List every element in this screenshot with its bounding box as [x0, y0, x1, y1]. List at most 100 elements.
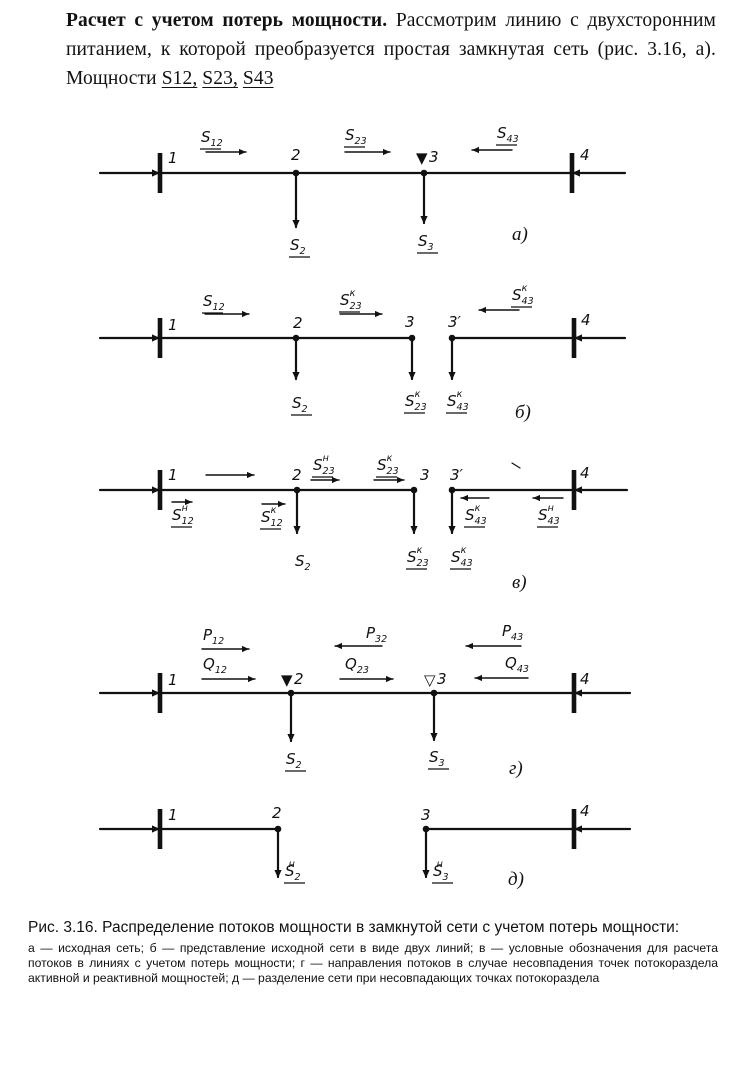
v-flow-43k-arrow-head — [461, 494, 468, 502]
b-flow-23-arrow-head — [375, 310, 382, 318]
a-load-2-head — [292, 220, 300, 228]
g-bus-4 — [571, 673, 577, 713]
b-flow-43-label: S43к — [512, 283, 534, 307]
a-flow-12-arrow-head — [239, 148, 246, 156]
b-flow-12-label: S12 — [203, 292, 225, 313]
d-node-label-4: 4 — [580, 802, 590, 820]
a-feed-left-head — [152, 169, 160, 177]
v-flow-23n-arrow-head — [332, 476, 339, 484]
v-load-23-head — [410, 526, 418, 534]
v-load-43-label: S43к — [451, 545, 473, 569]
g-load-3-label: S3 — [429, 748, 445, 769]
v-node-label-2: 2 — [292, 466, 302, 484]
a-load-2-label: S2 — [290, 236, 306, 257]
d-feed-right-head — [574, 825, 582, 833]
v-flow-43n-label: S43н — [538, 503, 560, 527]
g-flow-p32-label: P32 — [366, 624, 387, 645]
intro-var-3: S43 — [242, 68, 274, 89]
d-load-2-head — [274, 870, 282, 878]
b-node-label-2: 2 — [293, 314, 303, 332]
g-feed-left-head — [152, 689, 160, 697]
a-load-3-label: S3 — [418, 232, 434, 253]
v-stray-mark — [511, 462, 521, 469]
a-node-label-2: 2 — [291, 146, 301, 164]
b-node-label-3: 3 — [405, 313, 415, 331]
g-flow-p12-label: P12 — [203, 626, 224, 647]
b-bus-1 — [157, 318, 163, 358]
b-flow-43-arrow-head — [479, 306, 486, 314]
g-flow-q23-arrow-head — [386, 675, 393, 683]
panel-tag-a: а) — [512, 224, 528, 245]
g-node-label-4: 4 — [580, 670, 590, 688]
b-load-43-label: S43к — [447, 389, 469, 413]
a-flow-12-label: S12 — [201, 128, 223, 149]
b-load-2-head — [292, 372, 300, 380]
b-load-43-head — [448, 372, 456, 380]
intro-title: Расчет с учетом потерь мощности. — [66, 10, 388, 31]
v-load-43-head — [448, 526, 456, 534]
g-node-label-2: 2 — [294, 670, 304, 688]
g-load-2-label: S2 — [286, 750, 302, 771]
g-node-label-3-marker: ▽ — [424, 671, 436, 689]
g-feed-right-head — [574, 689, 582, 697]
panel-tag-b: б) — [515, 402, 531, 423]
v-flow-12k-arrow-head — [278, 500, 285, 508]
caption-title: Рис. 3.16. Распределение потоков мощност… — [28, 919, 680, 936]
g-flow-p43-arrow-head — [466, 642, 473, 650]
intro-paragraph: Расчет с учетом потерь мощности. Рассмот… — [66, 6, 716, 93]
g-node-label-1: 1 — [168, 671, 178, 689]
d-feed-left-head — [152, 825, 160, 833]
g-flow-p32-arrow-head — [335, 642, 342, 650]
a-feed-right-head — [572, 169, 580, 177]
b-node-label-4: 4 — [581, 311, 591, 329]
b-feed-right-head — [574, 334, 582, 342]
v-flow-23n-label: S23н — [313, 453, 335, 477]
b-feed-left-head — [152, 334, 160, 342]
b-load-23-head — [408, 372, 416, 380]
v-flow-12k-label: S12к — [261, 505, 283, 529]
figure-caption: Рис. 3.16. Распределение потоков мощност… — [28, 918, 718, 986]
a-node-label-4: 4 — [580, 146, 590, 164]
g-load-3-head — [430, 733, 438, 741]
v-flow-43n-arrow-head — [533, 494, 540, 502]
b-load-2-label: S2 — [292, 394, 308, 415]
v-load-2-label: S2 — [295, 552, 311, 573]
v-flow-23k-label: S23к — [377, 453, 399, 477]
d-load-2-label: S2н — [285, 859, 301, 883]
v-bus-4 — [571, 470, 577, 510]
a-node-label-3: 3 — [429, 148, 439, 166]
a-flow-23-label: S23 — [345, 126, 367, 147]
b-node-label-3p: 3′ — [448, 313, 462, 331]
v-flow-12n-label: S12н — [172, 503, 194, 527]
a-flow-43-label: S43 — [497, 124, 519, 145]
d-bus-1 — [157, 809, 163, 849]
a-load-3-head — [420, 216, 428, 224]
g-flow-q12-label: Q12 — [203, 655, 227, 676]
g-node-label-2-marker: ▼ — [281, 671, 293, 689]
v-top-arrow-head — [247, 471, 254, 479]
v-feed-left-head — [152, 486, 160, 494]
d-load-3-label: S3н — [433, 859, 449, 883]
g-flow-q43-arrow-head — [475, 674, 482, 682]
b-node-label-1: 1 — [168, 316, 178, 334]
a-flow-43-arrow-head — [472, 146, 479, 154]
g-flow-q12-arrow-head — [248, 675, 255, 683]
d-node-label-1: 1 — [168, 806, 178, 824]
d-node-label-3: 3 — [421, 806, 431, 824]
d-bus-4 — [571, 809, 577, 849]
v-flow-12n-arrow-head — [185, 498, 192, 506]
a-bus-1 — [157, 153, 163, 193]
panel-tag-d: д) — [508, 869, 524, 890]
d-node-label-2: 2 — [272, 804, 282, 822]
v-feed-right-head — [574, 486, 582, 494]
b-flow-23-label: S23к — [340, 288, 362, 312]
g-flow-q23-label: Q23 — [345, 655, 369, 676]
g-bus-1 — [157, 673, 163, 713]
v-load-23-label: S23к — [407, 545, 429, 569]
g-load-2-head — [287, 734, 295, 742]
caption-legend: а — исходная сеть; б — представление исх… — [28, 941, 718, 985]
panel-tag-g: г) — [509, 758, 523, 779]
b-load-23-label: S23к — [405, 389, 427, 413]
v-node-label-4: 4 — [580, 464, 590, 482]
